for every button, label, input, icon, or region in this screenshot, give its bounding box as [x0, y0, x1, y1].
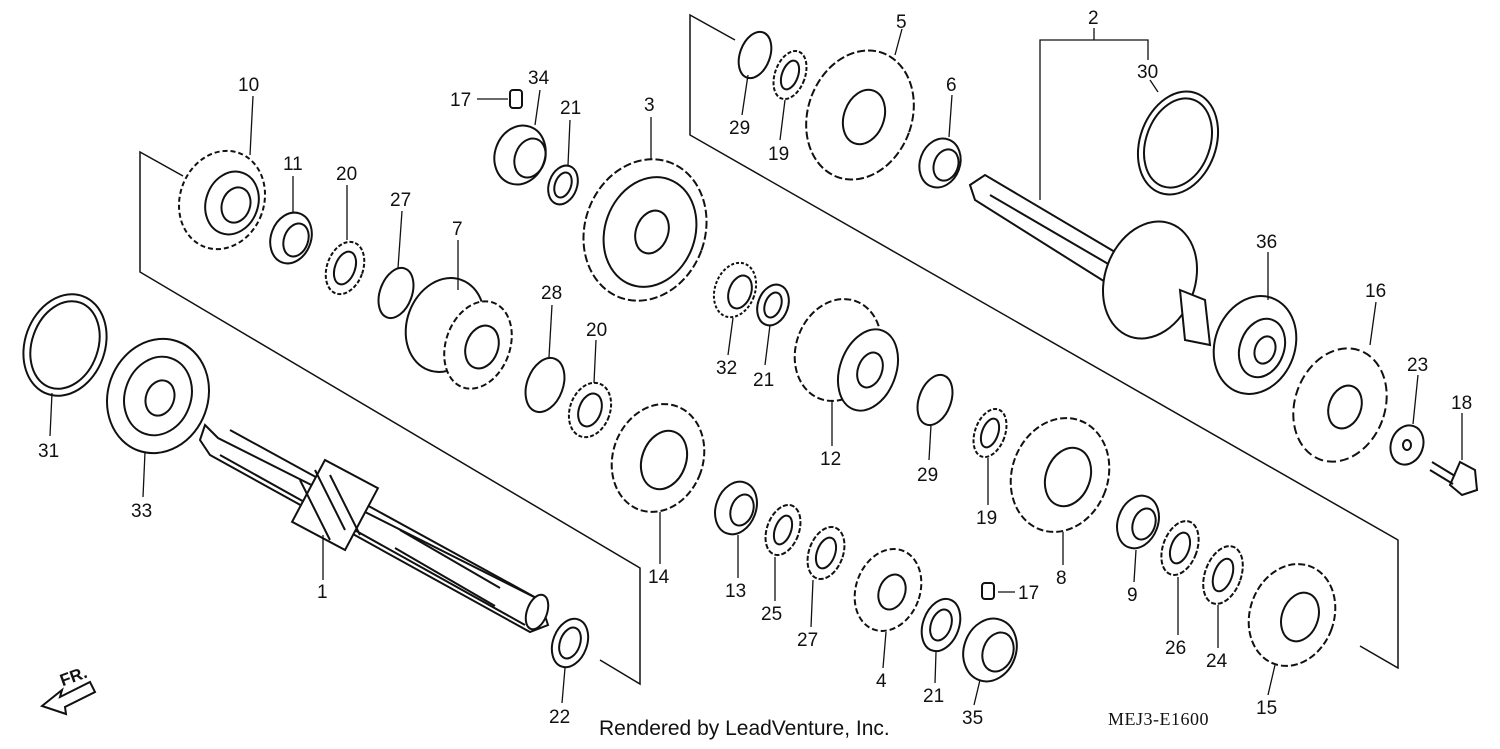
part-28-circlip — [377, 266, 415, 320]
part-21-washer-upper — [547, 164, 579, 206]
callout-6: 6 — [946, 75, 957, 96]
part-28-circlip-lower — [524, 356, 566, 414]
part-12-gear — [793, 298, 899, 412]
part-25-lock-washer — [764, 503, 802, 557]
callout-20: 20 — [336, 164, 357, 185]
part-27-spline-washer — [806, 525, 846, 581]
part-17-dowel-pin — [509, 89, 523, 109]
callout-1: 1 — [317, 582, 328, 603]
callout-21: 21 — [923, 686, 944, 707]
part-26-lock-washer — [1160, 520, 1200, 576]
part-30-snap-ring — [1136, 90, 1220, 196]
callout-21: 21 — [753, 370, 774, 391]
callout-23: 23 — [1407, 355, 1428, 376]
part-23-washer — [1389, 424, 1425, 466]
callout-24: 24 — [1206, 651, 1228, 672]
callout-18: 18 — [1451, 393, 1472, 414]
callout-31: 31 — [38, 441, 59, 462]
part-5-gear — [805, 49, 915, 181]
part-17-dowel-pin-lower — [981, 582, 995, 600]
countershaft-group-frame — [689, 13, 1399, 670]
part-8-gear — [1009, 417, 1111, 533]
part-31-snap-ring — [22, 293, 108, 397]
callout-10: 10 — [238, 75, 259, 96]
callout-labels: 10 11 20 27 7 28 20 17 34 21 3 32 21 12 … — [38, 8, 1472, 729]
part-6-bushing — [918, 137, 962, 189]
callout-34: 34 — [528, 68, 550, 89]
callout-8: 8 — [1056, 568, 1067, 589]
callout-27: 27 — [797, 630, 818, 651]
callout-2: 2 — [1088, 8, 1099, 29]
callout-21: 21 — [560, 98, 581, 119]
part-20-spline-washer — [324, 240, 366, 296]
part-16-drive-sprocket — [1292, 347, 1388, 463]
callout-22: 22 — [549, 707, 570, 728]
callout-29: 29 — [729, 118, 750, 139]
diagram-code: MEJ3-E1600 — [1108, 709, 1209, 729]
part-29-circlip-upper — [737, 30, 773, 80]
part-21-washer-mid — [756, 283, 790, 327]
part-22-thrust-washer — [550, 617, 590, 669]
callout-11: 11 — [283, 154, 303, 175]
callout-36: 36 — [1256, 232, 1277, 253]
callout-19: 19 — [768, 144, 789, 165]
callout-16: 16 — [1365, 281, 1386, 302]
part-21-washer-lower — [920, 597, 962, 653]
part-13-needle-bearing — [714, 480, 758, 536]
callout-35: 35 — [962, 708, 983, 729]
part-11-bushing — [269, 211, 313, 265]
part-9-needle-bearing — [1116, 494, 1160, 550]
callout-29: 29 — [917, 465, 938, 486]
render-credit: Rendered by LeadVenture, Inc. — [599, 717, 890, 740]
part-34-bearing — [493, 124, 547, 186]
callout-28: 27 — [390, 190, 411, 211]
part-33-bearing — [105, 337, 211, 455]
callout-15: 15 — [1256, 698, 1277, 719]
part-10-gear — [177, 149, 267, 251]
part-19-spline-washer-upper — [772, 49, 808, 101]
callout-14: 14 — [648, 567, 670, 588]
callout-25: 25 — [761, 604, 782, 625]
callout-17: 17 — [1018, 583, 1039, 604]
part-4-gear — [853, 548, 923, 632]
part-20-spline-washer-lower — [567, 381, 613, 439]
part-19-spline-washer-lower — [972, 407, 1008, 459]
callout-13: 13 — [725, 581, 746, 602]
callout-28: 28 — [541, 283, 562, 304]
part-7-gear — [404, 277, 513, 390]
part-36-bearing — [1212, 295, 1298, 395]
callout-26: 26 — [1165, 638, 1186, 659]
part-14-gear — [610, 403, 706, 513]
callout-7: 7 — [452, 219, 463, 240]
callout-32: 32 — [716, 358, 737, 379]
callout-20: 20 — [586, 320, 607, 341]
part-24-spline-washer — [1202, 545, 1244, 605]
part-2-countershaft — [968, 173, 1212, 347]
callout-3: 3 — [644, 95, 655, 116]
mainshaft-group-frame — [139, 150, 641, 686]
part-18-bolt — [1429, 460, 1479, 497]
part-15-gear — [1247, 563, 1337, 667]
callout-12: 12 — [820, 449, 841, 470]
callout-4: 4 — [876, 671, 887, 692]
callout-33: 33 — [131, 501, 152, 522]
part-3-gear — [582, 158, 708, 302]
part-29-circlip-lower — [916, 373, 954, 427]
callout-17: 17 — [450, 90, 471, 111]
part-1-mainshaft — [198, 423, 550, 634]
callout-19: 19 — [976, 508, 997, 529]
callout-9: 9 — [1127, 585, 1138, 606]
callout-leader-lines — [49, 28, 1463, 706]
front-direction-arrow-icon — [39, 680, 97, 716]
part-35-bearing — [962, 617, 1018, 683]
part-32-needle-bearing — [712, 261, 758, 319]
callout-5: 5 — [896, 12, 907, 33]
callout-30: 30 — [1137, 62, 1158, 83]
